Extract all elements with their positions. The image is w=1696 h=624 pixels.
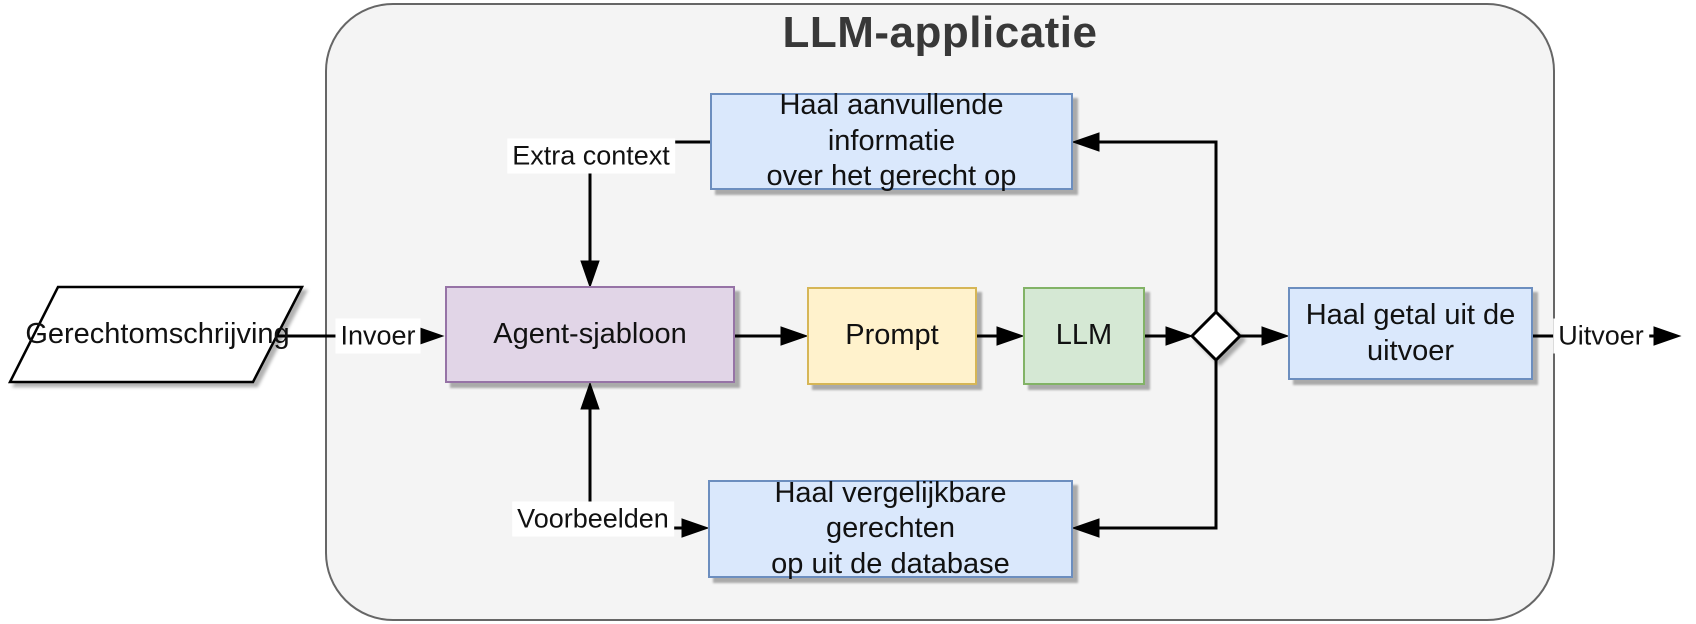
arrowhead-right — [1165, 326, 1194, 346]
edge-decision-to-fetch-similar — [1071, 360, 1218, 538]
node-dish-description-label: Gerechtomschrijving — [25, 318, 290, 350]
edge-label-extra-context: Extra context — [507, 138, 675, 174]
edge-label-uitvoer: Uitvoer — [1553, 318, 1649, 354]
node-agent-template: Agent-sjabloon — [445, 286, 735, 383]
arrowhead-right — [416, 326, 445, 346]
node-label: Haal getal uit de uitvoer — [1305, 299, 1516, 367]
node-extract-number: Haal getal uit de uitvoer — [1288, 287, 1533, 380]
node-prompt: Prompt — [807, 287, 977, 385]
node-fetch-similar-dishes: Haal vergelijkbare gerechten op uit de d… — [708, 477, 1073, 580]
edge-label-invoer: Invoer — [335, 318, 421, 354]
parallelogram-shape — [7, 285, 305, 384]
arrowhead-right — [996, 326, 1025, 346]
arrowhead-right — [780, 326, 809, 346]
node-label: Haal vergelijkbare gerechten op uit de d… — [771, 476, 1010, 580]
arrowhead-right — [1261, 326, 1290, 346]
arrowhead-down — [580, 260, 600, 289]
arrowhead-right — [681, 518, 710, 538]
arrowhead-left — [1071, 132, 1100, 152]
edge-decision-to-fetch-info — [1071, 132, 1218, 312]
diagram-title: LLM-applicatie — [782, 8, 1098, 57]
edge-agent-to-prompt — [735, 326, 809, 346]
node-label: LLM — [1055, 319, 1113, 352]
arrowhead-left — [1071, 518, 1100, 538]
edge-line — [1099, 140, 1218, 312]
node-label: Agent-sjabloon — [493, 317, 687, 350]
arrowhead-right — [1653, 326, 1682, 346]
node-label: Haal aanvullende informatie over het ger… — [766, 89, 1017, 193]
edge-label-voorbeelden: Voorbeelden — [512, 501, 674, 537]
arrowhead-up — [580, 381, 600, 410]
node-llm: LLM — [1023, 287, 1145, 385]
node-label: Prompt — [845, 319, 939, 352]
edge-decision-to-extract — [1240, 326, 1290, 346]
edge-llm-to-decision — [1145, 326, 1194, 346]
node-fetch-extra-info: Haal aanvullende informatie over het ger… — [710, 89, 1073, 192]
edge-prompt-to-llm — [977, 326, 1025, 346]
edge-line — [1099, 360, 1218, 530]
decision-diamond — [1189, 309, 1243, 363]
